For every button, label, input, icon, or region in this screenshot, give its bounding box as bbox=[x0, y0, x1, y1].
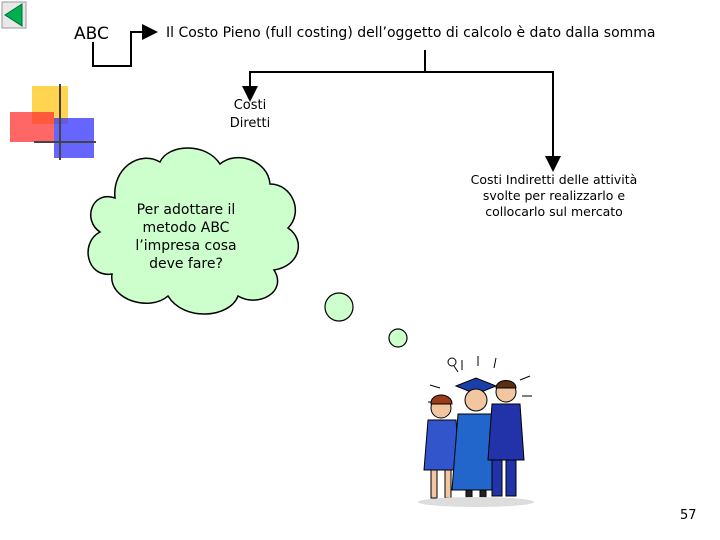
direct-costs-label: Costi Diretti bbox=[210, 97, 290, 133]
abc-label: ABC bbox=[74, 24, 109, 44]
indirect-costs-line: Costi Indiretti delle attività bbox=[470, 172, 638, 187]
page-number: 57 bbox=[680, 508, 697, 523]
thought-bubble-line: l’impresa cosa bbox=[135, 238, 237, 254]
thought-bubble-line: metodo ABC bbox=[142, 220, 230, 236]
slide-heading: Il Costo Pieno (full costing) dell’ogget… bbox=[166, 25, 656, 41]
indirect-costs-label: Costi Indiretti delle attività svolte pe… bbox=[448, 172, 660, 220]
thought-bubble-line: deve fare? bbox=[149, 256, 223, 272]
indirect-costs-line: svolte per realizzarlo e bbox=[482, 188, 626, 203]
indirect-costs-line: collocarlo sul mercato bbox=[485, 204, 623, 219]
thought-bubble-line: Per adottare il bbox=[136, 202, 236, 218]
direct-costs-line: Costi bbox=[233, 98, 267, 113]
thought-bubble-text: Per adottare il metodo ABC l’impresa cos… bbox=[116, 201, 256, 273]
direct-costs-line: Diretti bbox=[229, 116, 271, 131]
